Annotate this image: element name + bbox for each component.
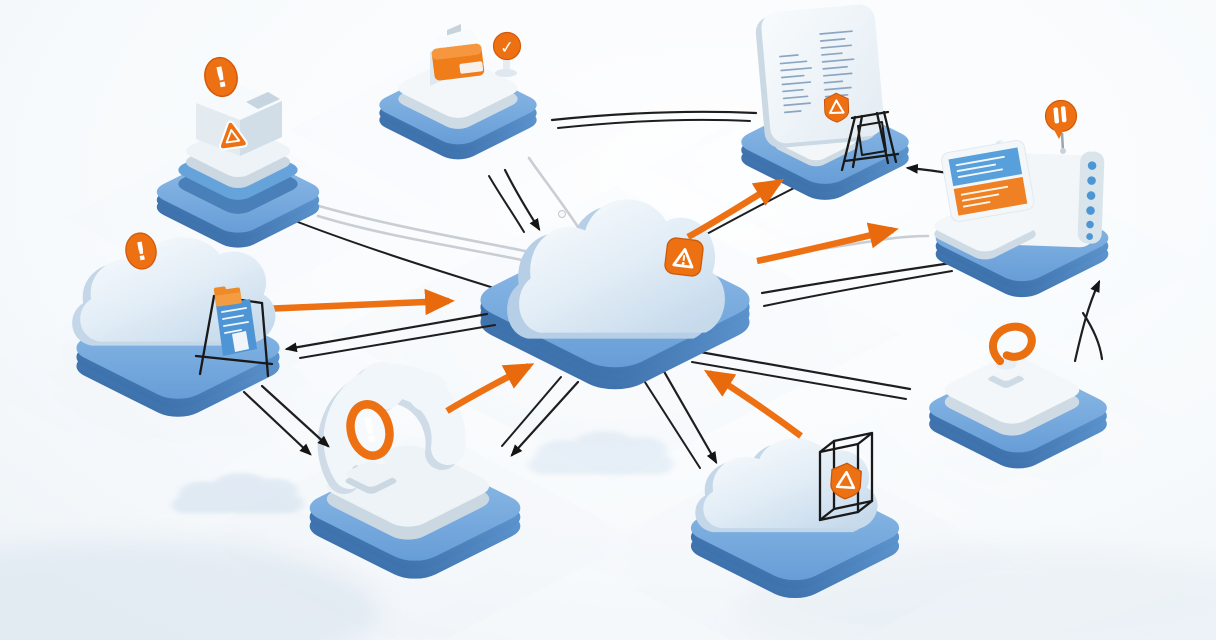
arrow-easel-to-arch-1 <box>242 390 312 456</box>
orange-arrow-tower-to-center <box>703 369 803 439</box>
folder-icon <box>213 286 242 307</box>
arrow-center-to-arch-twin <box>501 376 562 447</box>
node-central-cloud <box>465 199 765 397</box>
orange-arrow-arch-to-center <box>445 363 535 414</box>
warning-tag-badge-icon <box>664 237 704 277</box>
node-cloud-arch: ! <box>297 362 533 585</box>
cable-printer-to-panel-1 <box>550 110 758 122</box>
warning-shield-badge-icon <box>823 92 850 124</box>
orange-arrow-easel-to-center <box>261 288 455 316</box>
printer-body <box>431 28 485 81</box>
node-document-panel <box>731 4 919 205</box>
cloud-reflection <box>171 472 304 514</box>
paper-sheet <box>435 28 479 52</box>
arrow-printer-to-center-twin <box>488 175 525 233</box>
cable-knot <box>558 210 566 218</box>
paper-tray <box>459 61 484 74</box>
cable-printer-to-center <box>527 156 586 238</box>
document-sheet <box>232 331 249 352</box>
pin-stem <box>1060 132 1065 152</box>
floor-smudge <box>0 540 380 640</box>
cable-center-to-pedestal-2 <box>691 361 907 400</box>
text-lines <box>221 307 249 334</box>
node-server-gateway <box>925 99 1119 303</box>
pause-pin-badge-icon <box>1044 99 1078 139</box>
pin-base <box>1060 148 1066 154</box>
flame-ring-badge-icon <box>988 322 1036 366</box>
cloud-arch-icon <box>317 362 466 494</box>
arrow-center-to-easel-twin <box>299 324 496 359</box>
arrow-easel-to-arch-2 <box>260 384 330 448</box>
node-pedestal <box>919 322 1117 474</box>
cable-center-to-pedestal-1 <box>698 350 912 391</box>
badge-stand <box>503 58 510 72</box>
exclamation-pin-badge-icon: ! <box>125 232 157 270</box>
check-glyph: ✓ <box>499 37 515 58</box>
cloud-reflection <box>528 431 674 475</box>
box-notch <box>246 92 280 109</box>
cable-printer-to-panel-2 <box>557 118 751 129</box>
exclamation-glyph: ! <box>133 236 149 267</box>
cable-gateway-to-center-1 <box>760 260 960 295</box>
orange-arrow-center-to-gateway <box>756 222 899 265</box>
badge-stand-base <box>495 69 517 77</box>
arrow-printer-to-center <box>503 168 541 232</box>
nodes: ✓ <box>64 4 1119 604</box>
exclamation-ring-badge-icon: ! <box>346 400 394 460</box>
notched-box <box>196 85 282 156</box>
wireframe-stand-icon <box>840 110 900 172</box>
node-printer-device: ✓ <box>370 24 546 164</box>
exclamation-circle-badge-icon: ! <box>204 56 238 98</box>
arrow-pedestal-to-gateway <box>1073 279 1101 363</box>
check-circle-badge-icon: ✓ <box>492 31 522 61</box>
connections-over <box>242 178 1101 457</box>
arrow-center-to-easel <box>284 312 489 353</box>
arrow-center-to-arch <box>510 380 580 457</box>
arrow-center-to-tower-twin <box>633 364 701 469</box>
led-dots-icon <box>1086 161 1097 240</box>
status-screen <box>941 140 1035 223</box>
node-tiered-stack: ! <box>147 56 329 253</box>
cable-gateway-to-center-2 <box>763 270 953 307</box>
arrow-center-to-tower <box>656 359 718 465</box>
document-panel-board <box>755 4 884 148</box>
orange-arrow-center-to-panel <box>686 178 785 240</box>
text-lines <box>955 155 1009 208</box>
node-cloud-tower <box>679 431 911 604</box>
node-cloud-easel: ! <box>64 232 292 423</box>
